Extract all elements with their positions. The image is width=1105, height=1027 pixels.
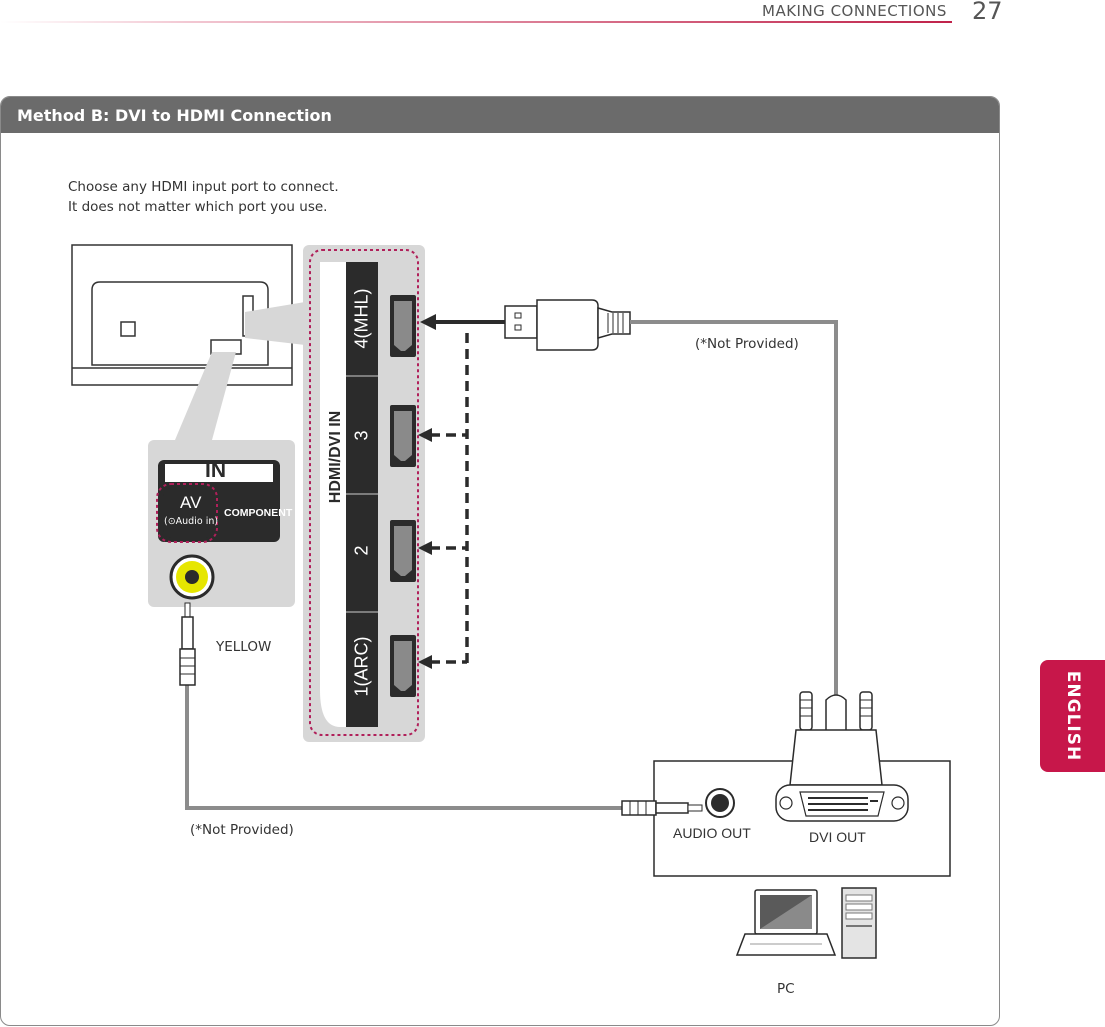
zoom-callout-av xyxy=(175,352,236,440)
section-title: MAKING CONNECTIONS xyxy=(762,2,947,20)
cables xyxy=(185,320,838,810)
zoom-callout-hdmi xyxy=(245,302,305,345)
audio-out-jack xyxy=(705,788,735,818)
hdmi-arrows-dashed xyxy=(430,333,469,667)
dvi-connector xyxy=(775,691,909,822)
hdmi-group-label: HDMI/DVI IN xyxy=(327,410,344,504)
av-audio-in-label: (⊙Audio in) xyxy=(164,516,219,527)
dvi-out-label: DVI OUT xyxy=(809,829,866,845)
page-number: 27 xyxy=(972,0,1003,25)
av-label: AV xyxy=(180,493,202,512)
yellow-label: YELLOW xyxy=(216,639,272,655)
hdmi-plug xyxy=(504,299,631,351)
laptop-icon xyxy=(735,889,837,956)
audio-out-label: AUDIO OUT xyxy=(673,825,751,841)
component-label: COMPONENT xyxy=(224,507,293,519)
pc-label: PC xyxy=(777,981,795,997)
language-tab: ENGLISH xyxy=(1040,660,1105,772)
not-provided-label: (*Not Provided) xyxy=(190,822,294,838)
audio-plug-pc xyxy=(621,800,703,816)
hdmi-zoom-panel xyxy=(303,245,425,742)
audio-plug-av xyxy=(179,602,196,686)
desktop-tower-icon xyxy=(841,887,877,959)
hdmi-port-label: 3 xyxy=(351,430,372,441)
hdmi-arrow-solid xyxy=(420,314,505,330)
tv-back-illustration xyxy=(71,244,293,386)
instructions: Choose any HDMI input port to connect. I… xyxy=(68,177,339,217)
method-panel: Method B: DVI to HDMI Connection xyxy=(0,96,1000,1026)
hdmi-port-label: 1(ARC) xyxy=(351,636,372,697)
in-label: IN xyxy=(205,459,226,482)
instruction-line: Choose any HDMI input port to connect. xyxy=(68,179,339,195)
hdmi-port-label: 2 xyxy=(351,545,372,556)
hdmi-port-label: 4(MHL) xyxy=(351,288,372,349)
header-rule xyxy=(0,21,952,23)
not-provided-label: (*Not Provided) xyxy=(695,336,799,352)
panel-title: Method B: DVI to HDMI Connection xyxy=(1,97,999,133)
instruction-line: It does not matter which port you use. xyxy=(68,199,328,215)
av-zoom-panel xyxy=(148,440,295,607)
